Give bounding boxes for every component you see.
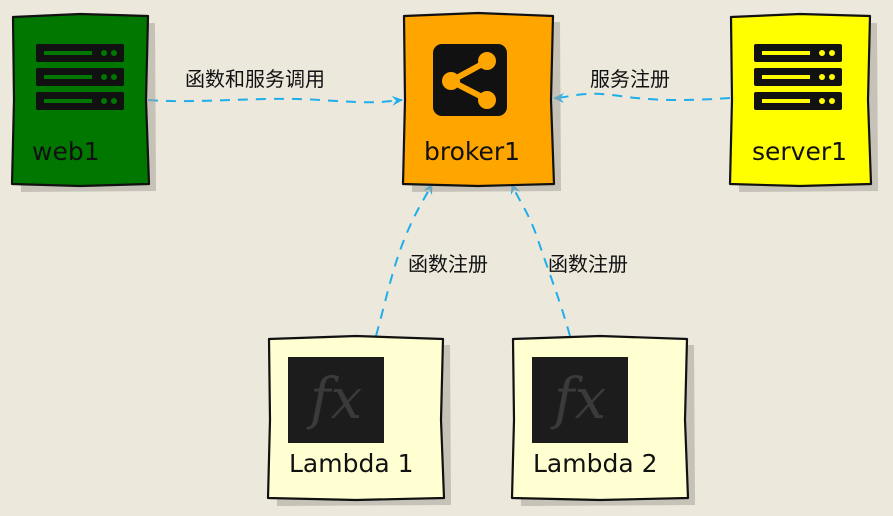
node-server1: server1 (728, 12, 878, 192)
node-label-server1: server1 (752, 137, 847, 166)
function-fx-icon: fx (532, 357, 628, 443)
node-label-web1: web1 (32, 137, 100, 166)
node-lambda2: fx Lambda 2 (510, 334, 695, 506)
node-label-broker1: broker1 (424, 137, 520, 166)
edge-server1-to-broker1: 服务注册 (553, 67, 731, 103)
edge-lambda2-to-broker1: 函数注册 (510, 183, 628, 337)
node-lambda1: fx Lambda 1 (266, 334, 451, 506)
edge-web1-to-broker1: 函数和服务调用 (147, 67, 403, 106)
share-icon (433, 44, 507, 116)
node-web1: web1 (10, 12, 156, 192)
edge-label-function-registration-1: 函数注册 (408, 252, 488, 276)
node-label-lambda2: Lambda 2 (533, 449, 658, 478)
svg-text:fx: fx (550, 367, 606, 432)
edge-label-function-registration-2: 函数注册 (548, 252, 628, 276)
function-fx-icon: fx (288, 357, 384, 443)
node-broker1: broker1 (401, 11, 561, 192)
svg-text:fx: fx (306, 367, 362, 432)
edge-label-function-and-service-call: 函数和服务调用 (185, 67, 325, 91)
edge-label-service-registration: 服务注册 (590, 67, 670, 91)
server-rack-icon (754, 44, 842, 110)
edge-lambda1-to-broker1: 函数注册 (375, 183, 488, 337)
server-rack-icon (36, 44, 124, 110)
node-label-lambda1: Lambda 1 (289, 449, 414, 478)
